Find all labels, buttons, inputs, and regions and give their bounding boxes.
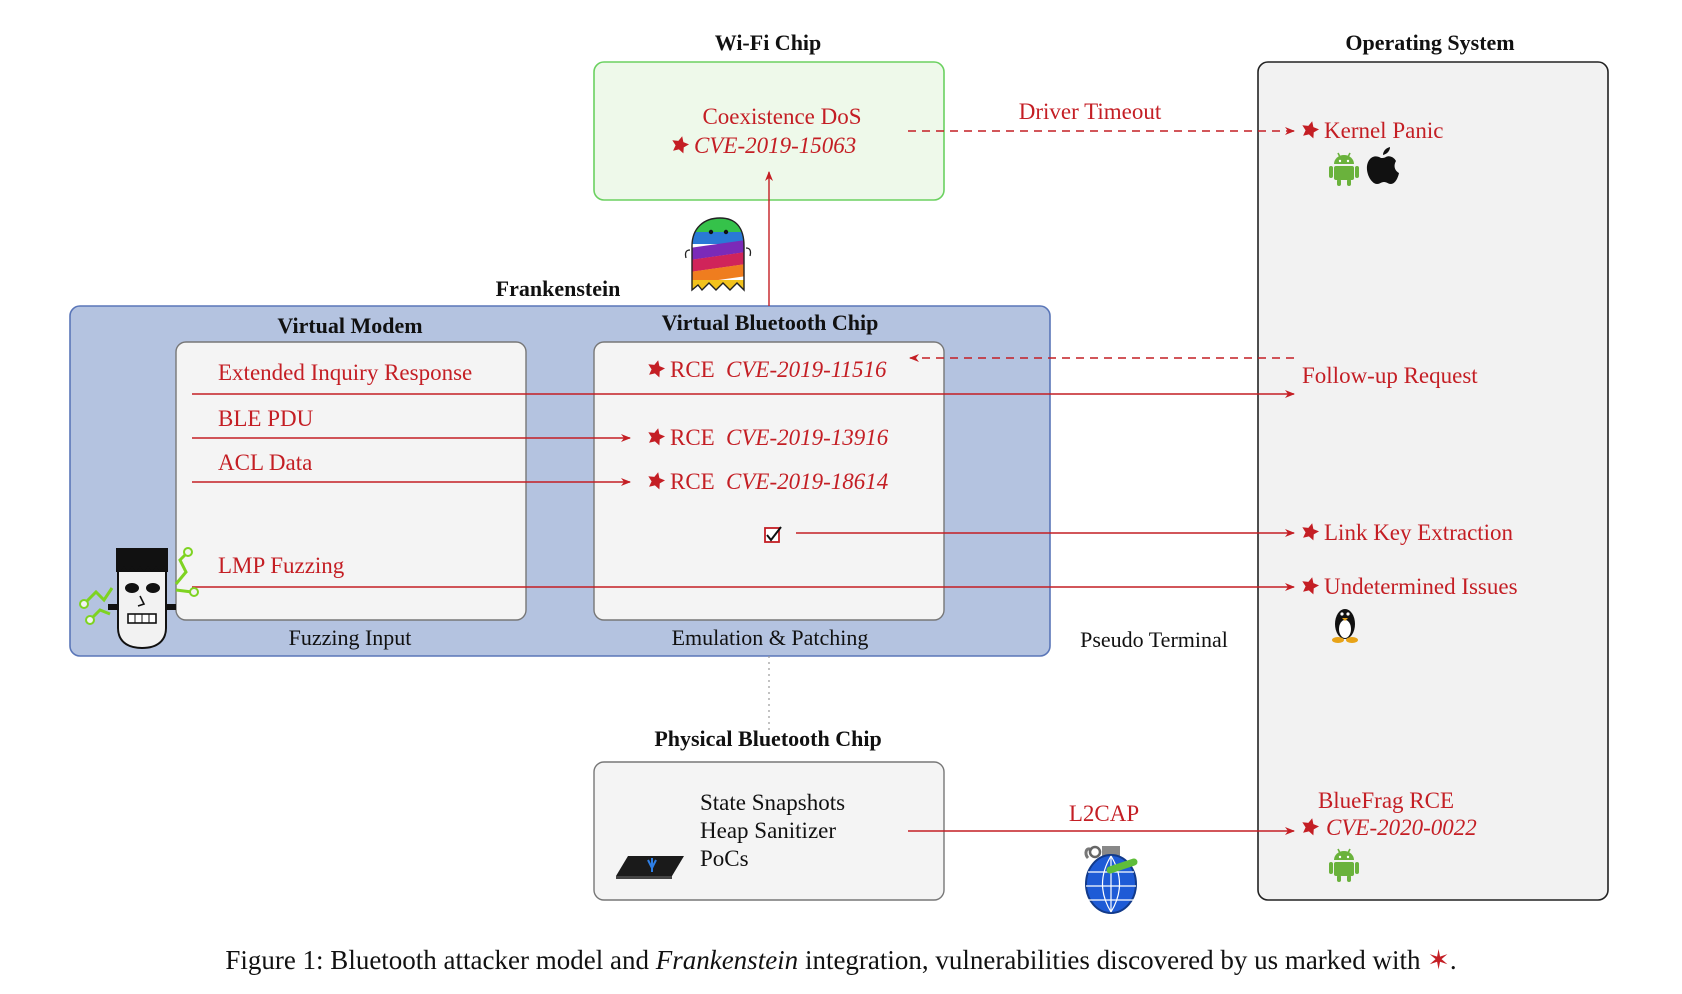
fuzzing-input-caption: Fuzzing Input [289,625,412,650]
operating-system-title: Operating System [1345,30,1514,55]
emulation-patching-caption: Emulation & Patching [672,625,869,650]
kernel-panic-label: Kernel Panic [1324,118,1443,143]
rce-label-3: RCE [670,469,715,494]
frankenstein-title: Frankenstein [496,276,621,301]
virtual-chip-box [593,341,945,621]
wifi-chip-title: Wi-Fi Chip [715,30,822,55]
wifi-cve-label: CVE-2019-15063 [694,133,856,158]
figure-caption: Figure 1: Bluetooth attacker model and F… [225,945,1456,975]
caption-star-icon: ✶ [1427,945,1450,975]
feature-state-snapshots: State Snapshots [700,790,845,815]
caption-italic: Frankenstein [655,945,798,975]
rce-cve-1: CVE-2019-11516 [726,357,887,382]
input-acl-data: ACL Data [218,450,312,475]
linux-tux-icon [1332,609,1358,643]
rce-label-1: RCE [670,357,715,382]
virtual-modem-box [175,341,527,621]
grenade-icon [1084,845,1138,914]
apple-icon [1366,147,1399,184]
physical-chip-title: Physical Bluetooth Chip [654,726,881,751]
bluefrag-label: BlueFrag RCE [1318,788,1454,813]
follow-up-request-label: Follow-up Request [1302,363,1478,388]
undetermined-issues-label: Undetermined Issues [1324,574,1518,599]
virtual-chip-title: Virtual Bluetooth Chip [662,310,879,335]
l2cap-label: L2CAP [1069,801,1139,826]
rce-cve-2: CVE-2019-13916 [726,425,889,450]
patch-checkbox-icon [764,526,782,543]
link-key-extraction-label: Link Key Extraction [1324,520,1514,545]
input-lmp-fuzzing: LMP Fuzzing [218,553,345,578]
feature-pocs: PoCs [700,846,749,871]
feature-heap-sanitizer: Heap Sanitizer [700,818,836,843]
driver-timeout-label: Driver Timeout [1019,99,1162,124]
coexistence-dos-label: Coexistence DoS [702,104,861,129]
caption-prefix: Figure 1: Bluetooth attacker model and [225,945,655,975]
input-ble-pdu: BLE PDU [218,406,314,431]
rce-label-2: RCE [670,425,715,450]
operating-system-box [1257,61,1609,901]
frankenstein-monster-icon [79,547,199,650]
virtual-modem-title: Virtual Modem [277,313,422,338]
rainbow-ghost-icon [684,217,752,292]
input-extended-inquiry-response: Extended Inquiry Response [218,360,472,385]
bluefrag-cve-label: CVE-2020-0022 [1326,815,1477,840]
rce-cve-3: CVE-2019-18614 [726,469,888,494]
caption-suffix: integration, vulnerabilities discovered … [798,945,1427,975]
chip-icon [616,856,684,879]
pseudo-terminal-label: Pseudo Terminal [1080,627,1228,652]
